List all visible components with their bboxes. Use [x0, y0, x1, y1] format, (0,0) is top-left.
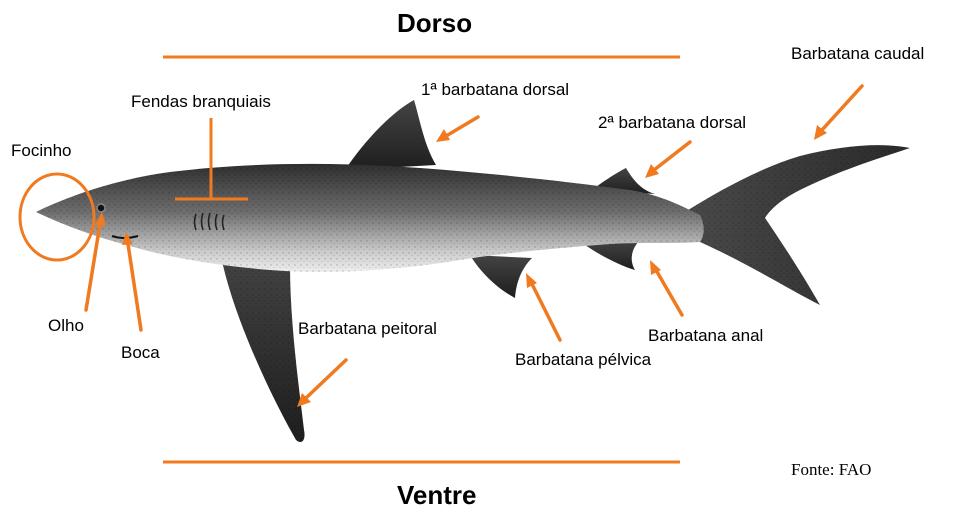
first-dorsal-fin-shape — [345, 100, 436, 170]
arrow-pectoral — [306, 360, 346, 398]
arrow-anal — [656, 270, 682, 315]
heading-ventre: Ventre — [397, 480, 477, 510]
arrow-mouth — [128, 244, 141, 330]
shark-illustration — [36, 100, 910, 442]
label-first-dorsal: 1ª barbatana dorsal — [421, 80, 569, 100]
arrow-second-dorsal — [654, 142, 690, 170]
shark-eye — [97, 204, 105, 212]
label-second-dorsal: 2ª barbatana dorsal — [598, 113, 746, 133]
source-credit: Fonte: FAO — [791, 460, 871, 480]
arrow-pelvic — [532, 284, 560, 340]
arrow-first-dorsal — [446, 117, 478, 136]
label-fendas-branquiais: Fendas branquiais — [131, 92, 271, 112]
label-caudal: Barbatana caudal — [791, 44, 924, 64]
heading-dorso: Dorso — [397, 8, 472, 38]
arrow-caudal — [822, 86, 862, 130]
arrow-eye — [86, 224, 100, 310]
label-focinho: Focinho — [11, 141, 71, 161]
label-peitoral: Barbatana peitoral — [298, 319, 437, 339]
label-anal: Barbatana anal — [648, 326, 763, 346]
label-pelvica: Barbatana pélvica — [515, 350, 651, 370]
label-olho: Olho — [48, 316, 84, 336]
label-boca: Boca — [121, 343, 160, 363]
pelvic-fin-shape — [470, 255, 532, 298]
